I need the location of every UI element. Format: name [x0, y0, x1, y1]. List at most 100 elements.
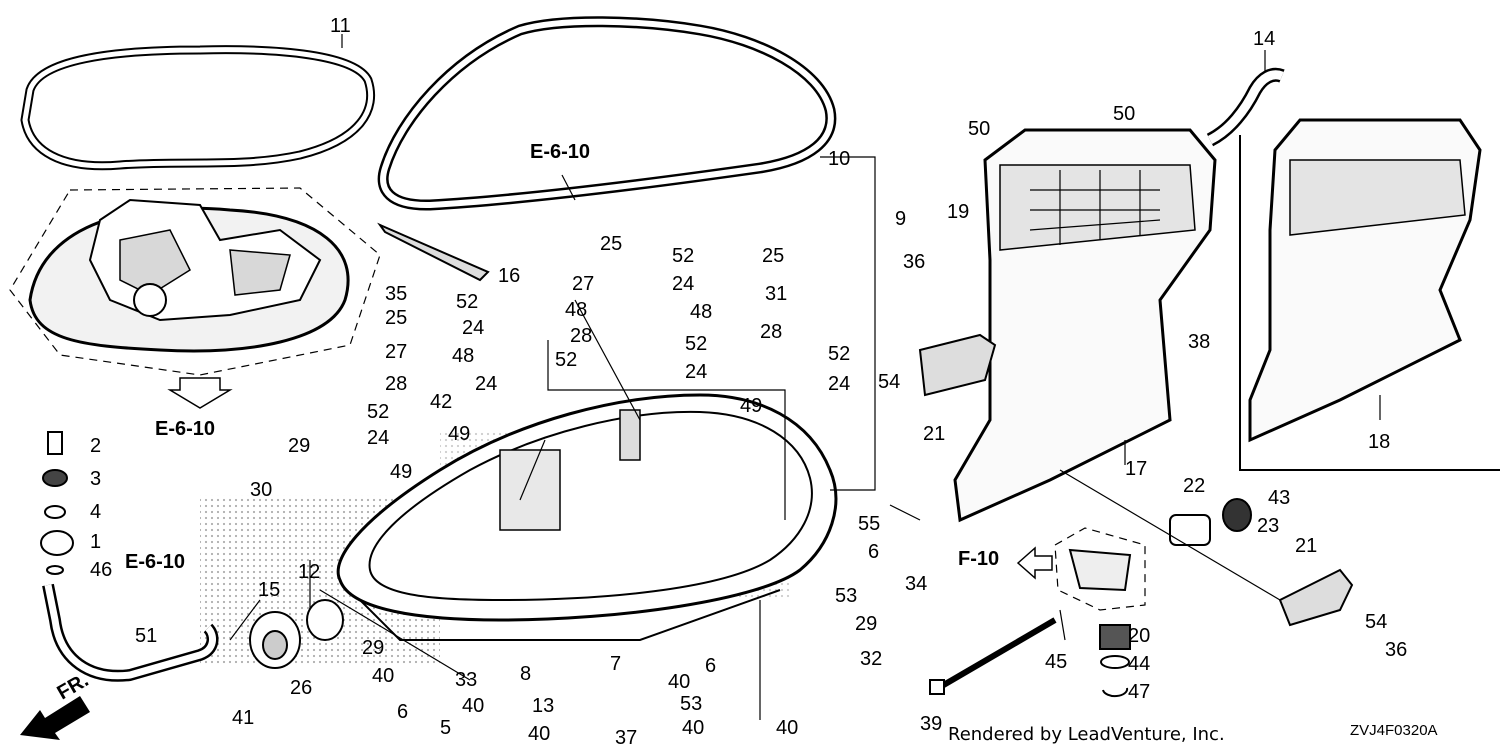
callout-49b: 49	[448, 423, 470, 445]
callout-52b: 52	[456, 291, 478, 313]
callout-52c: 52	[555, 349, 577, 371]
callout-30: 30	[250, 479, 272, 501]
callout-40b: 40	[682, 717, 704, 739]
callout-48c: 48	[690, 301, 712, 323]
callout-25a: 25	[385, 307, 407, 329]
callout-25c: 25	[762, 245, 784, 267]
callout-24f: 24	[828, 373, 850, 395]
callout-51: 51	[135, 625, 157, 647]
small-parts-stack	[40, 431, 74, 575]
callout-25b: 25	[600, 233, 622, 255]
callout-21b: 21	[1295, 535, 1317, 557]
callout-8: 8	[520, 663, 531, 685]
callout-49a: 49	[740, 395, 762, 417]
callout-21a: 21	[923, 423, 945, 445]
callout-28c: 28	[760, 321, 782, 343]
callout-7: 7	[610, 653, 621, 675]
diagram-code: ZVJ4F0320A	[1350, 722, 1438, 739]
callout-52a: 52	[367, 401, 389, 423]
callout-6b: 6	[705, 655, 716, 677]
ref-e610-hose: E-6-10	[125, 551, 185, 573]
callout-33: 33	[455, 669, 477, 691]
callout-24a: 24	[367, 427, 389, 449]
callout-5: 5	[440, 717, 451, 739]
callout-43: 43	[1268, 487, 1290, 509]
front-arrow-icon	[20, 696, 90, 740]
callout-49c: 49	[390, 461, 412, 483]
callout-46: 46	[90, 559, 112, 581]
extension-case-18	[1239, 118, 1500, 471]
callout-54b: 54	[1365, 611, 1387, 633]
callout-48b: 48	[565, 299, 587, 321]
callout-40f: 40	[372, 665, 394, 687]
callout-23: 23	[1257, 515, 1279, 537]
ref-f10: F-10	[958, 548, 999, 570]
callout-34: 34	[905, 573, 927, 595]
cover-plate-region	[9, 187, 381, 409]
callout-3: 3	[90, 468, 101, 490]
callout-38: 38	[1188, 331, 1210, 353]
callout-1: 1	[90, 531, 101, 553]
callout-47: 47	[1128, 681, 1150, 703]
callout-53a: 53	[835, 585, 857, 607]
callout-27b: 27	[572, 273, 594, 295]
rendered-by-text: Rendered by LeadVenture, Inc.	[948, 724, 1225, 745]
leader-lines	[229, 34, 1381, 720]
ref-e610-top: E-6-10	[530, 141, 590, 163]
callout-52e: 52	[685, 333, 707, 355]
callout-19: 19	[947, 201, 969, 223]
callout-40d: 40	[462, 695, 484, 717]
callout-52d: 52	[672, 245, 694, 267]
callout-29b: 29	[362, 637, 384, 659]
callout-50a: 50	[968, 118, 990, 140]
callout-36a: 36	[903, 251, 925, 273]
callout-40a: 40	[668, 671, 690, 693]
callout-13: 13	[532, 695, 554, 717]
callout-14: 14	[1253, 28, 1275, 50]
callout-36b: 36	[1385, 639, 1407, 661]
callout-24b: 24	[475, 373, 497, 395]
callout-2: 2	[90, 435, 101, 457]
callout-24d: 24	[672, 273, 694, 295]
callout-42: 42	[430, 391, 452, 413]
callout-12: 12	[298, 561, 320, 583]
callout-27a: 27	[385, 341, 407, 363]
brackets-21	[918, 333, 1354, 627]
parts-20-22-23	[929, 498, 1252, 698]
callout-39: 39	[920, 713, 942, 735]
callout-29a: 29	[855, 613, 877, 635]
callout-20: 20	[1128, 625, 1150, 647]
callout-53b: 53	[680, 693, 702, 715]
f10-region	[1016, 527, 1146, 611]
strip-16	[377, 222, 490, 282]
callout-35: 35	[385, 283, 407, 305]
gasket-10	[377, 16, 837, 211]
ref-e610-left: E-6-10	[155, 418, 215, 440]
callout-37: 37	[615, 727, 637, 749]
callout-28a: 28	[385, 373, 407, 395]
callout-24c: 24	[462, 317, 484, 339]
callout-10: 10	[828, 148, 850, 170]
callout-22: 22	[1183, 475, 1205, 497]
extension-case-17	[953, 128, 1217, 523]
callout-28b: 28	[570, 325, 592, 347]
callout-labels: 11 10 9 14 50 50 19 36 38 54 21 17 18 22…	[90, 15, 1407, 749]
callout-16: 16	[498, 265, 520, 287]
bottom-cowl	[336, 393, 838, 641]
callout-50b: 50	[1113, 103, 1135, 125]
callout-40c: 40	[776, 717, 798, 739]
callout-55: 55	[858, 513, 880, 535]
callout-6c: 6	[397, 701, 408, 723]
callout-18: 18	[1368, 431, 1390, 453]
callout-44: 44	[1128, 653, 1150, 675]
grommet-15	[249, 599, 344, 669]
callout-48a: 48	[452, 345, 474, 367]
callout-54a: 54	[878, 371, 900, 393]
callout-52f: 52	[828, 343, 850, 365]
gasket-11	[20, 45, 376, 171]
callout-4: 4	[90, 501, 101, 523]
callout-17: 17	[1125, 458, 1147, 480]
callout-26: 26	[290, 677, 312, 699]
